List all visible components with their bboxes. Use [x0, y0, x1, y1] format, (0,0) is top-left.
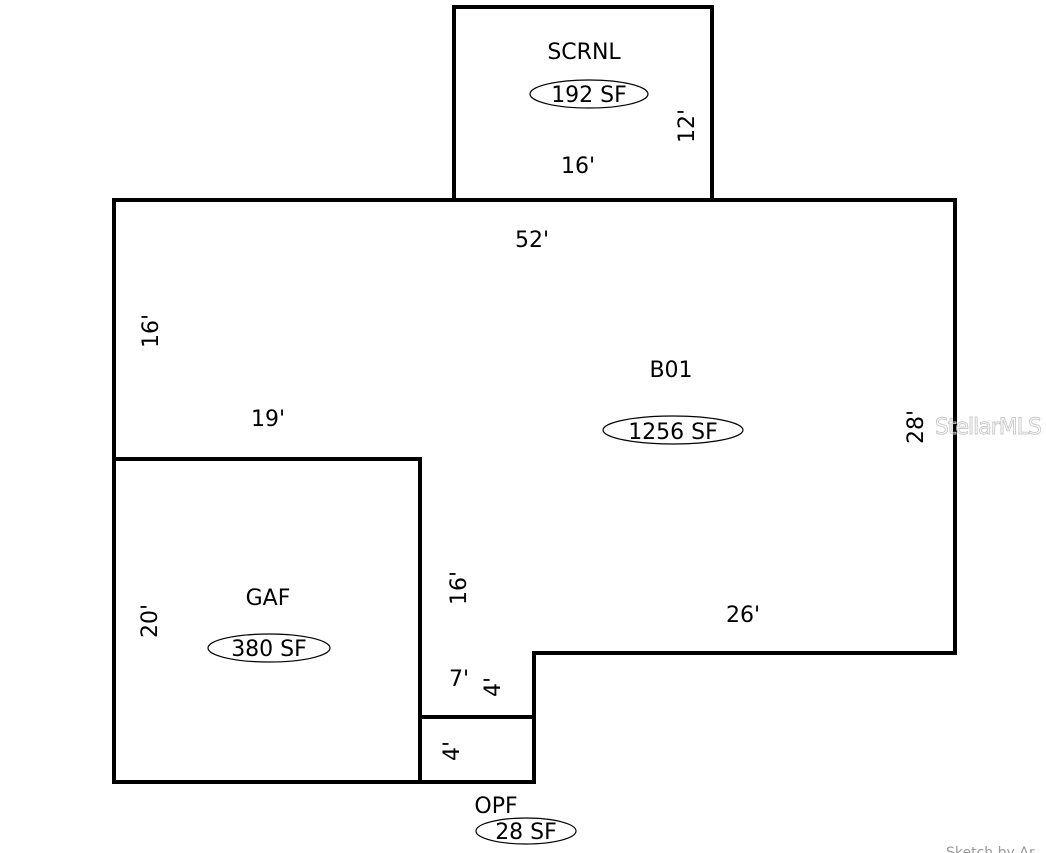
main-left-dim: 16' [139, 314, 164, 348]
garage-top-dim: 19' [251, 407, 285, 432]
scrnl-width-dim: 16' [561, 154, 595, 179]
garage-code: GAF [246, 586, 291, 611]
garage-area-oval [207, 633, 331, 663]
main-top-dim: 52' [515, 228, 549, 253]
porch-top-dim: 7' [449, 667, 469, 692]
porch-area: 28 SF [495, 820, 557, 845]
scrnl-area: 192 SF [551, 83, 627, 108]
porch-left-dim: 4' [440, 741, 465, 761]
main-right-dim: 28' [904, 410, 929, 444]
main-area-oval [602, 415, 744, 445]
porch-code: OPF [474, 794, 517, 819]
garage-partition [112, 457, 422, 784]
scrnl-depth-dim: 12' [675, 109, 700, 143]
scrnl-code: SCRNL [547, 40, 621, 65]
scrnl-walls [452, 5, 714, 202]
garage-area: 380 SF [231, 637, 307, 662]
main-code: B01 [649, 358, 692, 383]
main-area: 1256 SF [628, 420, 718, 445]
garage-inner-dim: 16' [447, 571, 472, 605]
porch-area-oval [475, 817, 577, 845]
garage-left-dim: 20' [138, 604, 163, 638]
porch-step-dim: 4' [481, 677, 506, 697]
main-outline [112, 198, 957, 784]
main-bottom-dim: 26' [726, 603, 760, 628]
watermark: StellarMLS [935, 415, 1041, 440]
sketch-credit: Sketch by Ar [946, 845, 1035, 853]
scrnl-area-oval [529, 79, 649, 109]
